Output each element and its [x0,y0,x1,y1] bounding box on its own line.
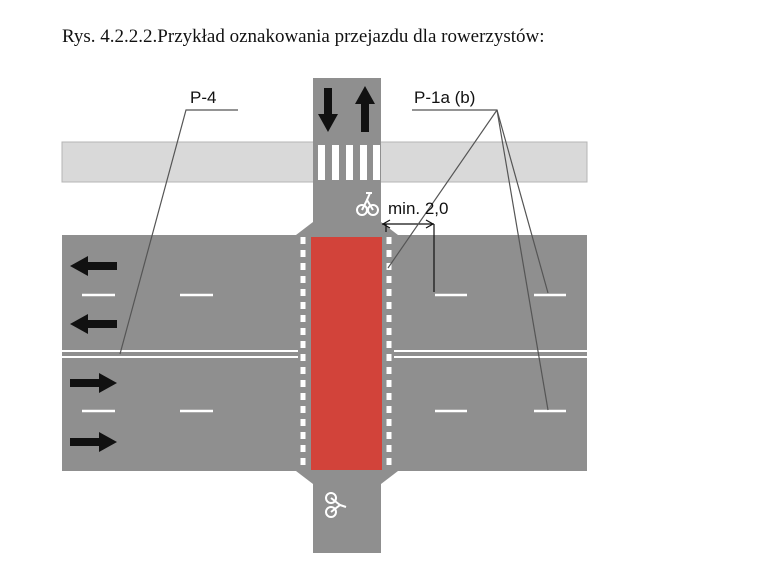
arrow-left-icon [70,256,117,276]
arrow-right-icon [70,373,117,393]
bike-crossing-red [311,237,382,470]
sign-label-p1a: P-1a (b) [414,88,475,107]
arrow-up-icon [355,86,375,132]
zebra-crossing [318,145,380,180]
dimension-label: min. 2,0 [388,199,448,218]
bike-path-flare-upper [296,222,398,235]
dimension-line [381,219,435,292]
bike-path-flare-lower [296,471,398,484]
bicycle-icon [325,492,347,518]
sign-label-p4: P-4 [190,88,216,107]
arrow-down-icon [318,88,338,132]
lane-dashes [82,293,566,413]
figure-caption: Rys. 4.2.2.2.Przykład oznakowania przeja… [62,26,545,47]
leader-lines [119,109,549,411]
arrow-left-icon [70,314,117,334]
bike-path-lower [313,471,381,553]
arrow-right-icon [70,432,117,452]
bicycle-icon [356,192,379,216]
double-center-line [62,350,587,358]
